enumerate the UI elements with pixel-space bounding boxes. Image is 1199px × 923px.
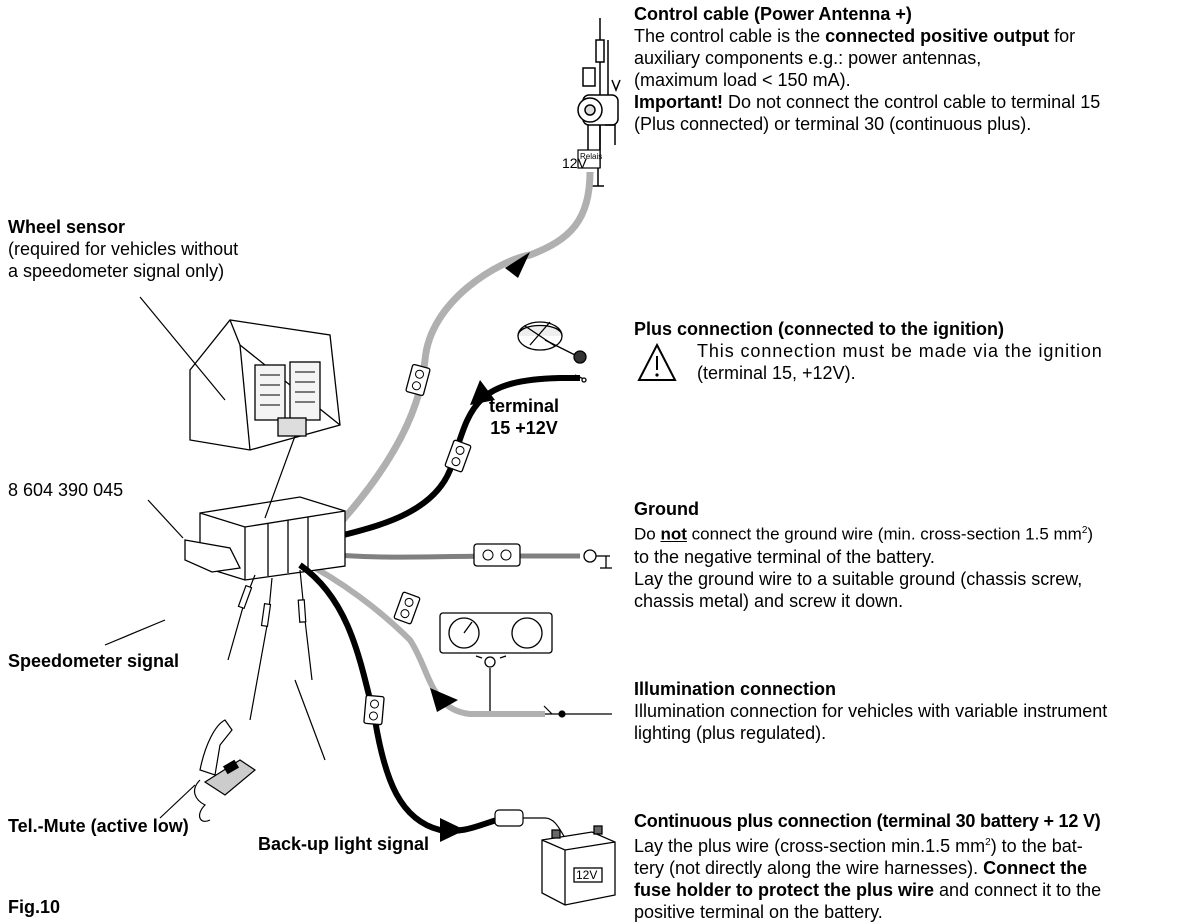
continuous-plus-line4: positive terminal on the battery. xyxy=(634,902,883,922)
antenna-connector-icon xyxy=(405,363,431,397)
ignition-wire-arrow xyxy=(470,380,495,405)
antenna-control-wire xyxy=(329,171,594,535)
plus-connection-description: Plus connection (connected to the igniti… xyxy=(634,318,1196,340)
radio-unit-icon xyxy=(184,496,346,581)
continuous-plus-title: Continuous plus connection (terminal 30 … xyxy=(634,811,1101,831)
ground-line2: to the negative terminal of the battery. xyxy=(634,546,935,567)
continuous-plus-arrow xyxy=(440,818,465,842)
ignition-connector-icon xyxy=(444,439,472,473)
wheel-sensor-line1: (required for vehicles without xyxy=(8,239,239,259)
antenna-description: Control cable (Power Antenna +) The cont… xyxy=(634,3,1196,135)
antenna-12v-label: 12V xyxy=(562,155,587,171)
plus-connection-line1: This connection must be made via the ign… xyxy=(697,341,1103,361)
iso-connector-icon xyxy=(189,319,341,451)
ground-title: Ground xyxy=(634,499,699,519)
ground-connector-icon xyxy=(473,543,521,567)
instrument-cluster-icon xyxy=(439,612,553,712)
ground-wire xyxy=(311,550,580,560)
relay-label: Relais xyxy=(580,152,603,161)
wheel-sensor-line2: a speedometer signal only) xyxy=(8,261,225,281)
illumination-description: Illumination connection Illumination con… xyxy=(634,678,1196,744)
ground-description: Ground Do not connect the ground wire (m… xyxy=(634,498,1196,612)
battery-label: 12V xyxy=(576,868,598,882)
power-antenna-icon xyxy=(577,18,621,168)
tel-mute-label: Tel.-Mute (active low) xyxy=(8,816,189,836)
continuous-plus-line2: tery (not directly along the wire harnes… xyxy=(634,858,1088,878)
illumination-connector-icon xyxy=(393,591,421,625)
continuous-plus-description: Continuous plus connection (terminal 30 … xyxy=(634,810,1196,923)
relay-icon xyxy=(577,149,604,187)
wheel-sensor-description: Wheel sensor (required for vehicles with… xyxy=(8,216,328,282)
ignition-wire xyxy=(311,375,580,546)
ignition-switch-icon xyxy=(517,321,587,383)
wheel-sensor-title: Wheel sensor xyxy=(8,217,126,237)
terminal-label-line2: 15 +12V xyxy=(490,418,558,438)
continuous-plus-line3: fuse holder to protect the plus wire and… xyxy=(634,880,1102,900)
terminal-label-line1: terminal xyxy=(488,396,560,416)
ground-line1: Do not connect the ground wire (min. cro… xyxy=(634,524,1094,544)
illumination-line1: Illumination connection for vehicles wit… xyxy=(634,701,1108,721)
continuous-plus-connector-icon xyxy=(363,694,385,726)
illumination-line2: lighting (plus regulated). xyxy=(634,723,827,743)
figure-label: Fig.10 xyxy=(8,897,61,917)
telephone-icon xyxy=(193,719,257,822)
continuous-plus-wire xyxy=(298,562,511,834)
antenna-line1: The control cable is the connected posit… xyxy=(634,26,1076,46)
ground-line3: Lay the ground wire to a suitable ground… xyxy=(634,568,1083,589)
illumination-title: Illumination connection xyxy=(634,679,836,699)
plus-connection-line2: (terminal 15, +12V). xyxy=(697,363,856,383)
antenna-line3: (maximum load < 150 mA). xyxy=(634,70,851,90)
ground-line4: chassis metal) and screw it down. xyxy=(634,590,904,611)
part-number: 8 604 390 045 xyxy=(8,480,124,500)
antenna-wire-arrow xyxy=(505,252,530,278)
leader-lines xyxy=(104,296,326,819)
speedometer-signal-label: Speedometer signal xyxy=(8,651,180,671)
continuous-plus-line1: Lay the plus wire (cross-section min.1.5… xyxy=(634,836,1083,856)
antenna-important: Important! Do not connect the control ca… xyxy=(634,92,1101,112)
plus-connection-title: Plus connection (connected to the igniti… xyxy=(634,319,1004,339)
ground-terminal-icon xyxy=(583,549,612,569)
antenna-line2: auxiliary components e.g.: power antenna… xyxy=(634,48,982,68)
antenna-title: Control cable (Power Antenna +) xyxy=(634,4,912,24)
warning-icon xyxy=(637,342,677,381)
battery-icon xyxy=(541,825,616,906)
illumination-wire-arrow xyxy=(430,688,458,712)
antenna-line5: (Plus connected) or terminal 30 (continu… xyxy=(634,114,1032,134)
signal-wires xyxy=(227,569,313,721)
backup-light-label: Back-up light signal xyxy=(258,834,430,854)
